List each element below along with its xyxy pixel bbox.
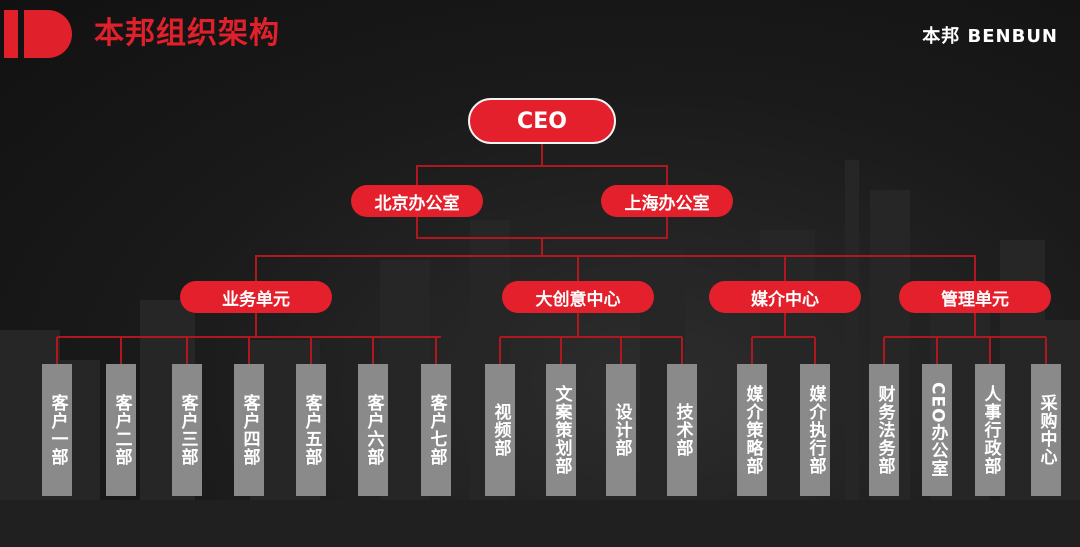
department-box: 采购中心	[1031, 364, 1061, 496]
unit-management: 管理单元	[899, 281, 1051, 313]
ceo-node: CEO	[468, 98, 616, 144]
department-box: 技术部	[667, 364, 697, 496]
department-box: 客户四部	[234, 364, 264, 496]
department-box: 客户二部	[106, 364, 136, 496]
office-beijing: 北京办公室	[351, 185, 483, 217]
department-box: 客户七部	[421, 364, 451, 496]
department-box: 客户五部	[296, 364, 326, 496]
department-box: CEO办公室	[922, 364, 952, 496]
department-box: 财务法务部	[869, 364, 899, 496]
department-box: 媒介执行部	[800, 364, 830, 496]
unit-creative-center: 大创意中心	[502, 281, 654, 313]
unit-media-center: 媒介中心	[709, 281, 861, 313]
department-box: 文案策划部	[546, 364, 576, 496]
department-box: 媒介策略部	[737, 364, 767, 496]
office-shanghai: 上海办公室	[601, 185, 733, 217]
department-box: 客户六部	[358, 364, 388, 496]
department-box: 人事行政部	[975, 364, 1005, 496]
department-box: 客户三部	[172, 364, 202, 496]
department-box: 视频部	[485, 364, 515, 496]
department-box: 客户一部	[42, 364, 72, 496]
unit-business: 业务单元	[180, 281, 332, 313]
page-title: 本邦组织架构	[94, 16, 280, 51]
brand-logo-icon	[4, 10, 72, 58]
brand-wordmark: 本邦 BENBUN	[922, 26, 1058, 47]
department-box: 设计部	[606, 364, 636, 496]
